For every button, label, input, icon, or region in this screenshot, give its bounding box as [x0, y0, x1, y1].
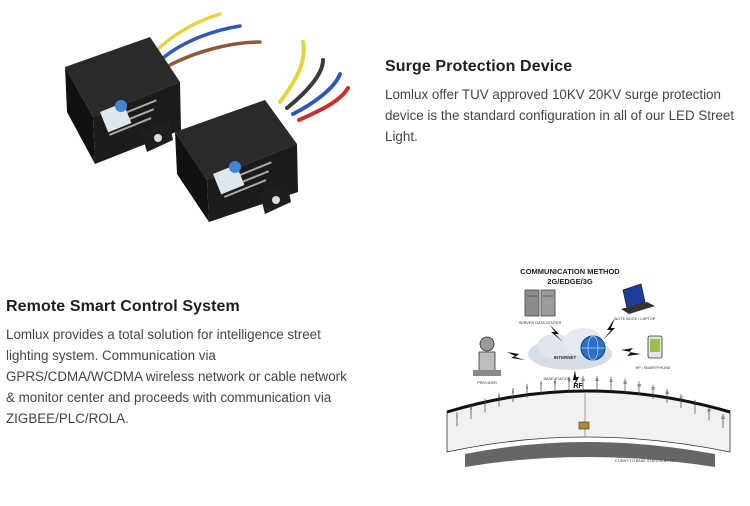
street-lamp-number: 1: [456, 414, 458, 418]
street-lamp-number: 12: [609, 379, 613, 383]
device-two-wires: [278, 40, 350, 122]
street-road: [446, 389, 731, 467]
communication-method-diagram: COMMUNICATION METHOD 2G/EDGE/3G SERVER D…: [446, 267, 731, 467]
rf-label: RF: [573, 383, 583, 390]
street-lamp-number: 18: [693, 402, 697, 406]
diagram-title: COMMUNICATION METHOD: [520, 267, 620, 276]
phone-label: HP / SMARTPHONE: [635, 366, 671, 370]
base-station-label: BASE STATION: [543, 377, 570, 381]
device-one: [65, 37, 181, 164]
street-lamp-number: 5: [512, 390, 514, 394]
server-icon: [524, 289, 556, 317]
smartphone-icon: [647, 335, 663, 359]
provider-label: PROVIDER: [477, 381, 497, 385]
street-lamp-number: 13: [623, 381, 627, 385]
street-lamp-number: 10: [581, 378, 585, 382]
internet-label: INTERNET: [554, 355, 577, 360]
provider-icon: [473, 336, 501, 376]
street-lamp-number: 8: [554, 380, 556, 384]
street-lamp-number: 14: [637, 383, 641, 387]
signal-bolt-icons: [507, 318, 641, 388]
surge-section: Surge Protection Device Lomlux offer TUV…: [385, 58, 747, 147]
surge-heading: Surge Protection Device: [385, 58, 573, 75]
street-lamp-number: 7: [540, 383, 542, 387]
street-lamp-number: 2: [470, 407, 472, 411]
street-lamp-number: 6: [526, 386, 528, 390]
street-lamp-number: 20: [721, 416, 725, 420]
street-lamp-number: 4: [498, 395, 500, 399]
device-one-wires: [153, 12, 262, 67]
server-label: SERVER DATA CENTER: [519, 321, 562, 325]
notebook-label: NOTE BOOK / LAPTOP: [615, 317, 656, 321]
street-lamp-number: 9: [568, 379, 570, 383]
street-lamp-number: 19: [707, 408, 711, 412]
client-label: CLIENT TO BASE STATION BY RF: [615, 459, 676, 463]
surge-description: Lomlux offer TUV approved 10KV 20KV surg…: [385, 87, 735, 144]
device-two: [175, 100, 298, 222]
remote-description: Lomlux provides a total solution for int…: [6, 327, 347, 426]
street-lamp-number: 16: [665, 391, 669, 395]
street-lamp-number: 17: [679, 396, 683, 400]
street-lamp-number: 11: [595, 378, 599, 382]
remote-heading: Remote Smart Control System: [6, 298, 240, 315]
street-lamp-number: 3: [484, 400, 486, 404]
surge-protection-device-image: [65, 12, 350, 222]
diagram-subtitle: 2G/EDGE/3G: [547, 277, 593, 286]
street-lamp-number: 15: [651, 387, 655, 391]
base-box-icon: [578, 421, 590, 430]
laptop-icon: [621, 283, 655, 314]
remote-section: Remote Smart Control System Lomlux provi…: [6, 298, 351, 429]
